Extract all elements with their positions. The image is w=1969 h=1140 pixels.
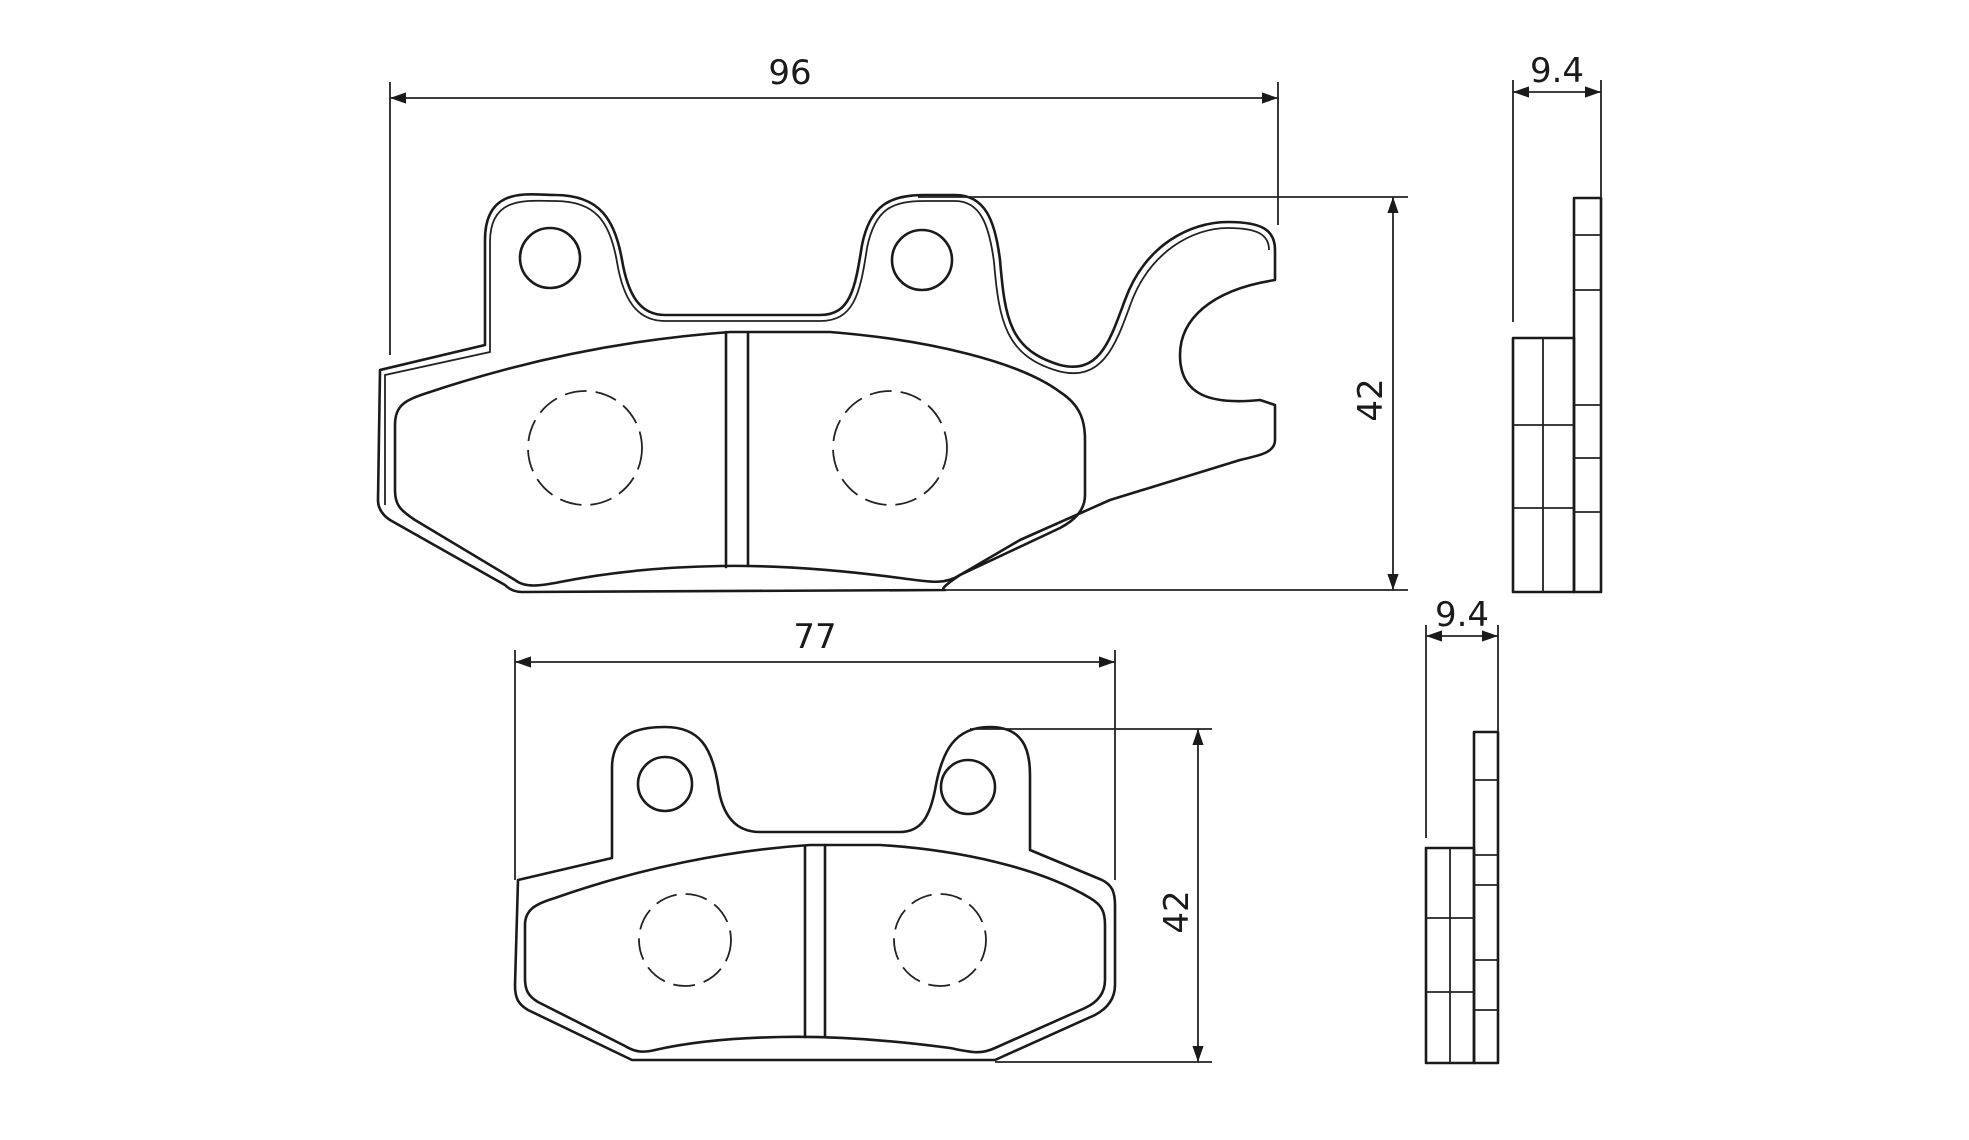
pad1-piston-circle-right — [832, 390, 948, 506]
pad1-backing-plate — [376, 192, 1277, 594]
pad2-front-view — [513, 725, 1117, 1062]
pad1-height-dimension: 42 — [918, 196, 1408, 591]
pad2-width-label: 77 — [793, 617, 836, 657]
pad2-width-dimension: 77 — [514, 617, 1116, 880]
pad2-mount-hole-right — [939, 758, 997, 816]
pad2-thickness-dimension: 9.4 — [1425, 595, 1499, 838]
pad1-mount-hole-left — [518, 226, 582, 290]
pad1-side-view — [1511, 196, 1603, 594]
pad2-piston-circle-left — [638, 893, 732, 987]
pad2-mount-hole-left — [636, 755, 694, 813]
pad2-friction-material — [523, 843, 1107, 1054]
pad1-thickness-dimension: 9.4 — [1512, 51, 1602, 322]
pad2-height-dimension: 42 — [970, 728, 1212, 1063]
pad1-piston-circle-left — [527, 390, 643, 506]
pad2-backing-plate — [513, 725, 1117, 1062]
pad2-thickness-label: 9.4 — [1435, 595, 1489, 635]
pad1-width-dimension: 96 — [389, 53, 1279, 355]
pad1-front-view — [376, 192, 1277, 594]
pad2-piston-circle-right — [893, 893, 987, 987]
pad1-height-label: 42 — [1351, 378, 1391, 421]
pad2-side-view — [1424, 730, 1500, 1065]
pad1-friction-material — [393, 330, 1087, 587]
pad1-thickness-label: 9.4 — [1530, 51, 1584, 91]
pad1-width-label: 96 — [768, 53, 811, 93]
pad2-height-label: 42 — [1157, 890, 1197, 933]
pad1-mount-hole-right — [890, 228, 954, 292]
